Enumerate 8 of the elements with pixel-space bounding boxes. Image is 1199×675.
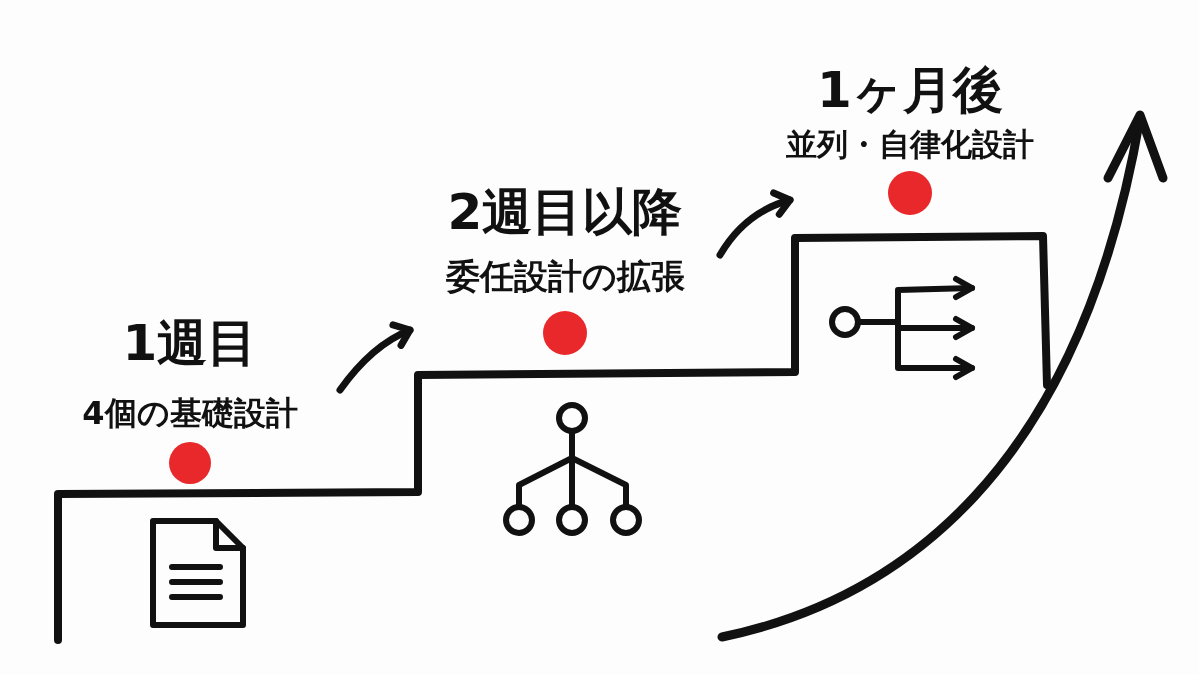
curved-arrow [336,321,414,394]
step-heading: 1週目 [122,313,258,373]
step-description: 委任設計の拡張 [445,256,685,297]
step-heading: 1ヶ月後 [817,60,1003,120]
step-heading: 2週目以降 [447,182,683,242]
step-description: 4個の基礎設計 [82,394,298,433]
step-description: 並列・自律化設計 [786,126,1034,164]
curved-arrow [716,190,794,259]
